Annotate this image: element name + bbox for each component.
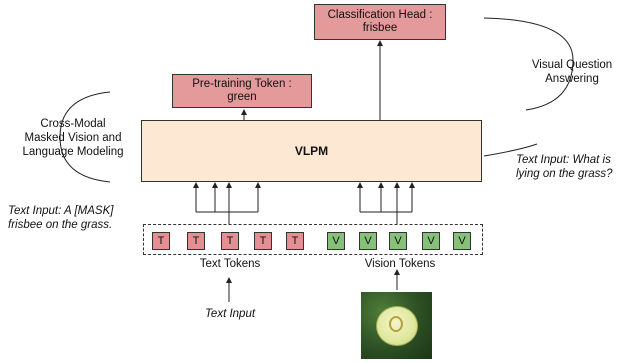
vision-token: V	[422, 232, 440, 250]
vqa-label: Visual Question Answering	[531, 59, 613, 85]
vision-token: V	[453, 232, 471, 250]
text-token: T	[254, 232, 272, 250]
right-lower-bracket	[483, 143, 538, 157]
mvlm-text-input-label: Text Input: A [MASK] frisbee on the gras…	[8, 205, 114, 231]
vision-tokens-label: Vision Tokens	[364, 258, 436, 270]
classification-head-box: Classification Head : frisbee	[314, 4, 446, 40]
vqa-text-input-label: Text Input: What is lying on the grass?	[516, 154, 613, 180]
left-bracket	[59, 91, 111, 183]
cross-modal-label: Cross-Modal Masked Vision and Language M…	[22, 118, 124, 158]
text-tokens-label: Text Tokens	[199, 258, 261, 270]
vision-token: V	[327, 232, 345, 250]
text-token: T	[152, 232, 170, 250]
text-token: T	[187, 232, 205, 250]
vlpm-box: VLPM	[141, 120, 482, 182]
token-row: T T T T T V V V V V	[143, 224, 483, 255]
frisbee-logo	[389, 316, 403, 332]
frisbee-disc	[376, 306, 418, 346]
text-token: T	[286, 232, 304, 250]
right-upper-bracket	[483, 17, 574, 111]
text-input-label: Text Input	[204, 308, 256, 320]
pretraining-token-box: Pre-training Token : green	[172, 74, 312, 108]
frisbee-image	[361, 292, 432, 359]
text-token: T	[221, 232, 239, 250]
vision-token: V	[389, 232, 407, 250]
vision-token: V	[359, 232, 377, 250]
